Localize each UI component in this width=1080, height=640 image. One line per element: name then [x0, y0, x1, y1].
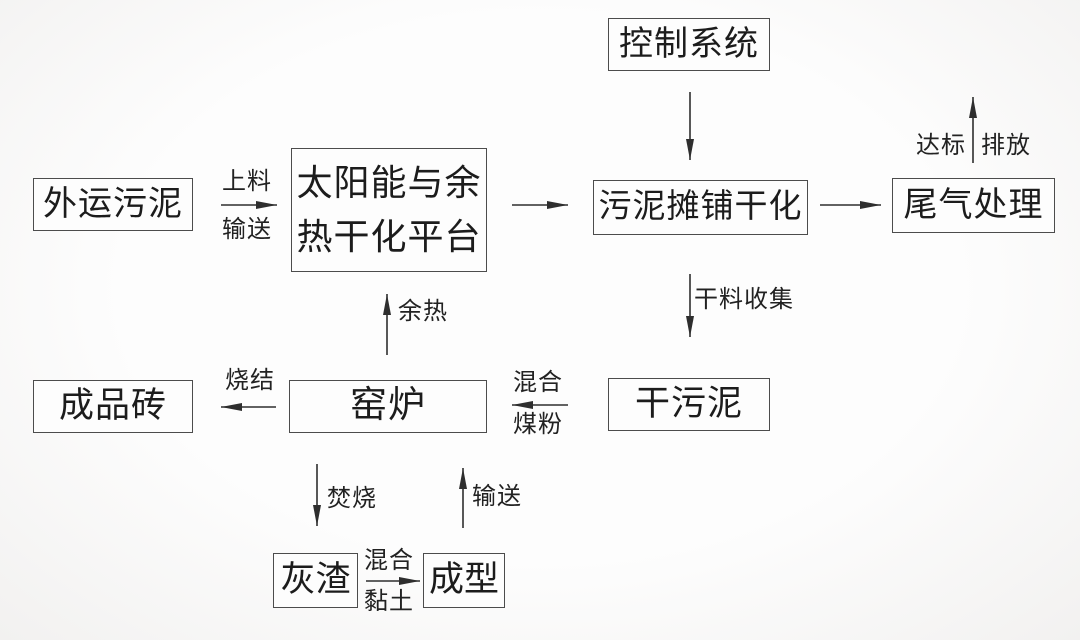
node-kiln-label: 窑炉 — [350, 385, 426, 427]
node-forming-label: 成型 — [428, 560, 499, 600]
edge-label-mix-clay-top: 混合 — [364, 548, 414, 574]
node-control-system-label: 控制系统 — [619, 25, 759, 63]
node-dry-sludge: 干污泥 — [608, 378, 770, 431]
edge-label-clay: 黏土 — [364, 589, 414, 615]
node-external-sludge-label: 外运污泥 — [43, 185, 183, 223]
node-ash-residue: 灰渣 — [273, 553, 358, 608]
node-external-sludge: 外运污泥 — [33, 178, 193, 231]
node-finished-brick: 成品砖 — [33, 380, 193, 433]
edge-label-feed-bottom: 输送 — [222, 217, 272, 243]
node-solar-platform-line2: 热干化平台 — [296, 217, 482, 257]
node-tail-gas-treatment: 尾气处理 — [892, 178, 1055, 233]
edge-label-coal-powder: 煤粉 — [513, 412, 563, 438]
node-solar-waste-heat-platform: 太阳能与余 热干化平台 — [291, 148, 487, 272]
edge-label-incineration: 焚烧 — [327, 486, 377, 512]
edge-label-dry-collection: 干料收集 — [694, 287, 794, 313]
edge-label-discharge: 排放 — [981, 133, 1031, 159]
edge-label-sintering: 烧结 — [225, 368, 275, 394]
node-dry-sludge-label: 干污泥 — [634, 384, 743, 424]
edge-label-mix-coal-top: 混合 — [513, 370, 563, 396]
node-control-system: 控制系统 — [608, 18, 770, 71]
node-kiln: 窑炉 — [289, 380, 487, 433]
node-finished-brick-label: 成品砖 — [58, 386, 167, 426]
node-sludge-spreading-drying: 污泥摊铺干化 — [593, 180, 808, 235]
node-tail-gas-treatment-label: 尾气处理 — [903, 186, 1044, 224]
node-sludge-spreading-drying-label: 污泥摊铺干化 — [598, 188, 803, 225]
node-ash-residue-label: 灰渣 — [280, 560, 351, 600]
edge-label-waste-heat: 余热 — [398, 299, 448, 325]
node-solar-platform-line1: 太阳能与余 — [296, 163, 482, 203]
edge-label-standard: 达标 — [916, 133, 966, 159]
edge-label-feed-top: 上料 — [222, 169, 272, 195]
node-forming: 成型 — [423, 553, 505, 608]
edge-label-conveying: 输送 — [472, 484, 522, 510]
